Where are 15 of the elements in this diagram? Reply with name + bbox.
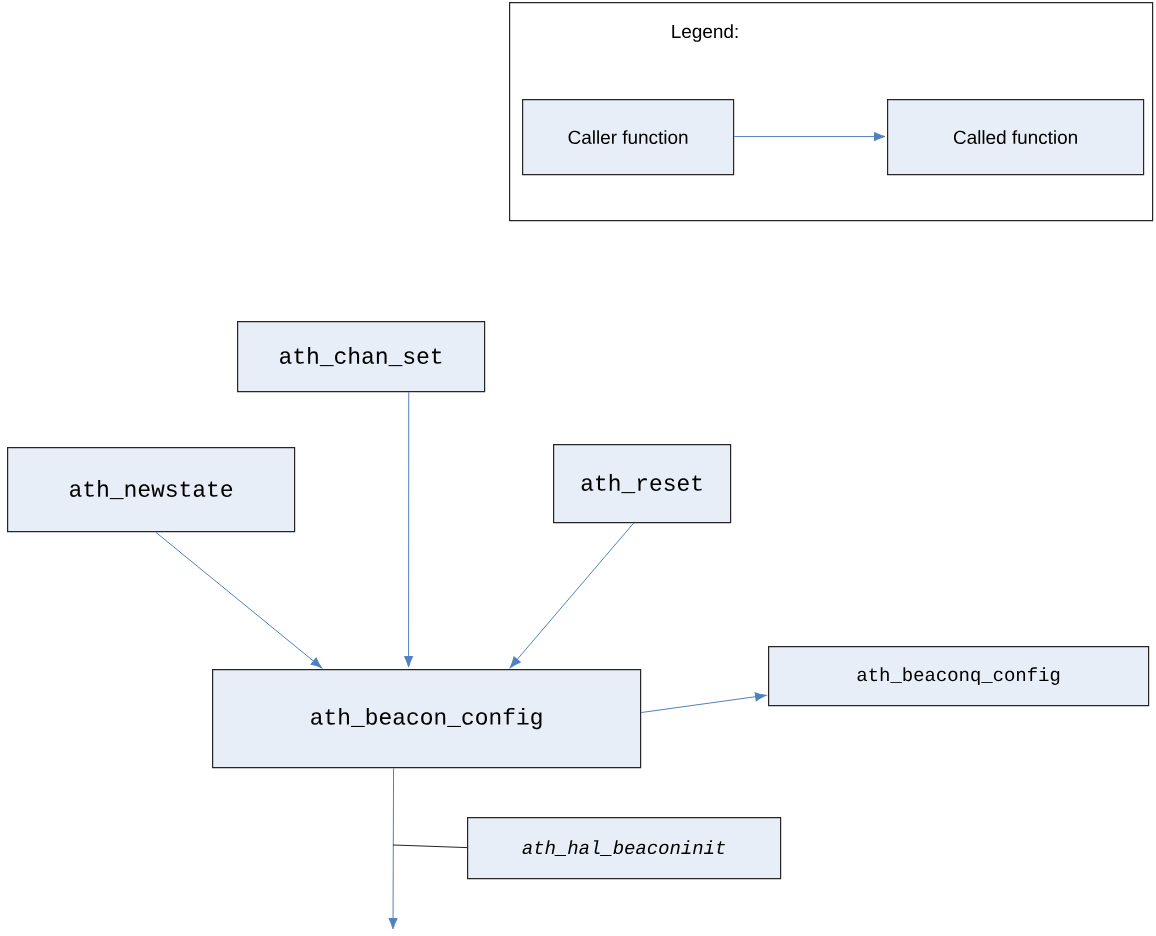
- function-box: ath_reset: [553, 444, 732, 524]
- arrow: [388, 767, 398, 930]
- function-box: ath_hal_beaconinit: [467, 817, 782, 880]
- function-box: ath_chan_set: [237, 321, 486, 393]
- function-box: ath_beaconq_config: [768, 646, 1150, 707]
- arrow: [509, 522, 635, 668]
- leader-line: [392, 844, 468, 849]
- arrow: [404, 391, 414, 668]
- arrow: [155, 531, 323, 669]
- function-box: Caller function: [522, 99, 735, 176]
- function-box: ath_beacon_config: [212, 669, 642, 769]
- arrow: [733, 131, 886, 142]
- function-box: Called function: [887, 99, 1145, 176]
- function-box: ath_newstate: [7, 447, 296, 533]
- arrow: [640, 692, 767, 714]
